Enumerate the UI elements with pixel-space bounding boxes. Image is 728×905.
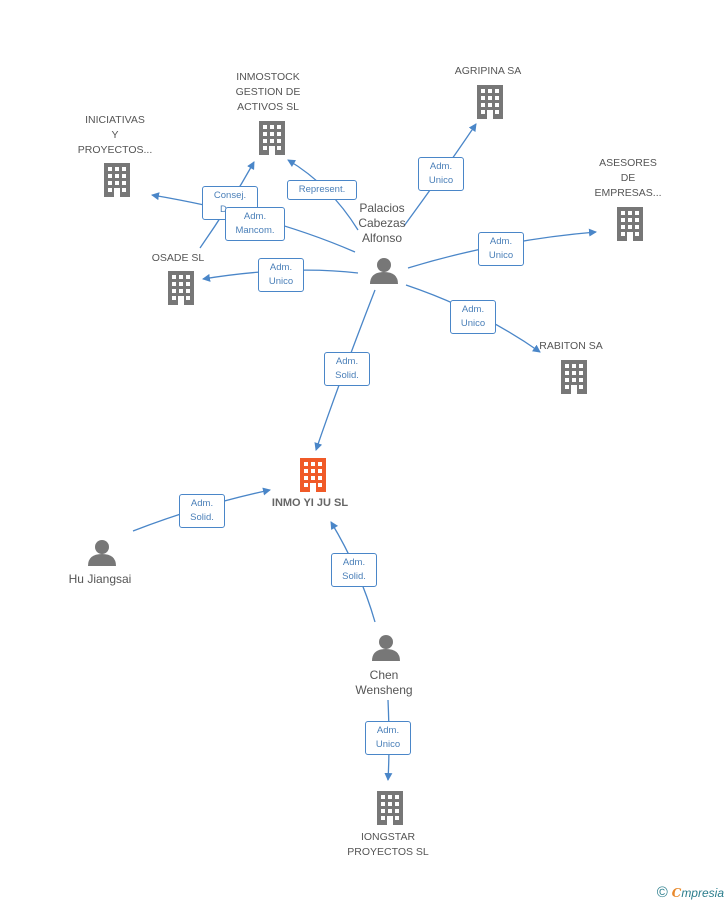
relation-line: Adm. — [190, 498, 214, 509]
label-line: PROYECTOS... — [77, 144, 153, 156]
label-line: INMOSTOCK — [236, 71, 300, 83]
asesores-building-icon[interactable] — [617, 207, 643, 241]
label-line: Alfonso — [361, 231, 403, 245]
relation-line: Adm. — [429, 161, 453, 172]
relation-line: Adm. — [489, 236, 513, 247]
relation-line: Unico — [428, 175, 454, 186]
agripina-label[interactable]: AGRIPINA SA — [438, 64, 538, 79]
copyright-icon: © — [656, 884, 668, 901]
empresia-footer[interactable]: ©Cmpresia — [657, 884, 724, 901]
relation-line: Unico — [375, 739, 401, 750]
label-line: Hu Jiangsai — [68, 572, 132, 586]
relation-line: Unico — [460, 318, 486, 329]
label-line: ASESORES — [599, 157, 657, 169]
relation-hu-main[interactable]: Adm. Solid. — [179, 494, 225, 528]
iongstar-label[interactable]: IONGSTAR PROYECTOS SL — [338, 830, 438, 860]
iniciativas-building-icon[interactable] — [104, 163, 130, 197]
relation-line: Adm. — [461, 304, 485, 315]
relation-asesores[interactable]: Adm. Unico — [478, 232, 524, 266]
relation-line: Solid. — [342, 571, 366, 582]
hu-label[interactable]: Hu Jiangsai — [50, 572, 150, 587]
label-line: GESTION DE — [235, 86, 301, 98]
palacios-person-icon[interactable] — [370, 258, 398, 284]
chen-label[interactable]: Chen Wensheng — [334, 668, 434, 698]
label-line: Palacios — [359, 201, 405, 215]
relation-line: Adm. — [269, 262, 293, 273]
label-line: INICIATIVAS — [85, 114, 145, 126]
osade-building-icon[interactable] — [168, 271, 194, 305]
chen-person-icon[interactable] — [372, 635, 400, 661]
relation-adm-mancom[interactable]: Adm. Mancom. — [225, 207, 285, 241]
label-line: OSADE SL — [151, 252, 205, 264]
relation-line: Unico — [488, 250, 514, 261]
relation-represent[interactable]: Represent. — [287, 180, 357, 200]
relation-osade[interactable]: Adm. Unico — [258, 258, 304, 292]
label-line: Chen — [369, 668, 399, 682]
relation-palacios-main[interactable]: Adm. Solid. — [324, 352, 370, 386]
relation-line: Mancom. — [235, 225, 275, 236]
relation-line: Solid. — [335, 370, 359, 381]
relation-line: Solid. — [190, 512, 214, 523]
relation-agripina[interactable]: Adm. Unico — [418, 157, 464, 191]
label-line: Wensheng — [355, 683, 413, 697]
relation-line: Consej. — [213, 190, 247, 201]
relation-line: Adm. — [342, 557, 366, 568]
rabiton-building-icon[interactable] — [561, 360, 587, 394]
relation-line: Adm. — [376, 725, 400, 736]
label-line: AGRIPINA SA — [454, 65, 522, 77]
brand-e: C — [671, 886, 682, 900]
label-line: ACTIVOS SL — [237, 101, 299, 113]
relation-chen-iongstar[interactable]: Adm. Unico — [365, 721, 411, 755]
relation-rabiton[interactable]: Adm. Unico — [450, 300, 496, 334]
label-line: EMPRESAS... — [594, 187, 662, 199]
label-line: Cabezas — [358, 216, 406, 230]
label-line: Y — [111, 129, 119, 141]
palacios-label[interactable]: Palacios Cabezas Alfonso — [332, 201, 432, 246]
relation-line: Adm. — [243, 211, 267, 222]
label-line: PROYECTOS SL — [347, 846, 429, 858]
brand-name: mpresia — [681, 886, 724, 900]
iongstar-building-icon[interactable] — [377, 791, 403, 825]
relation-line: Adm. — [335, 356, 359, 367]
relation-line: Represent. — [298, 184, 346, 195]
main-company-label[interactable]: INMO YI JU SL — [260, 496, 360, 511]
label-line: IONGSTAR — [360, 831, 416, 843]
relation-chen-main[interactable]: Adm. Solid. — [331, 553, 377, 587]
hu-person-icon[interactable] — [88, 540, 116, 566]
agripina-building-icon[interactable] — [477, 85, 503, 119]
rabiton-label[interactable]: RABITON SA — [521, 339, 621, 354]
asesores-label[interactable]: ASESORES DE EMPRESAS... — [578, 156, 678, 201]
relation-line: Unico — [268, 276, 294, 287]
inmostock-label[interactable]: INMOSTOCK GESTION DE ACTIVOS SL — [218, 70, 318, 115]
osade-label[interactable]: OSADE SL — [128, 251, 228, 266]
label-line: DE — [620, 172, 636, 184]
iniciativas-label[interactable]: INICIATIVAS Y PROYECTOS... — [65, 113, 165, 158]
main-company-building-icon[interactable] — [300, 458, 326, 492]
label-line: RABITON SA — [539, 340, 603, 352]
label-line: INMO YI JU SL — [271, 497, 349, 509]
inmostock-building-icon[interactable] — [259, 121, 285, 155]
